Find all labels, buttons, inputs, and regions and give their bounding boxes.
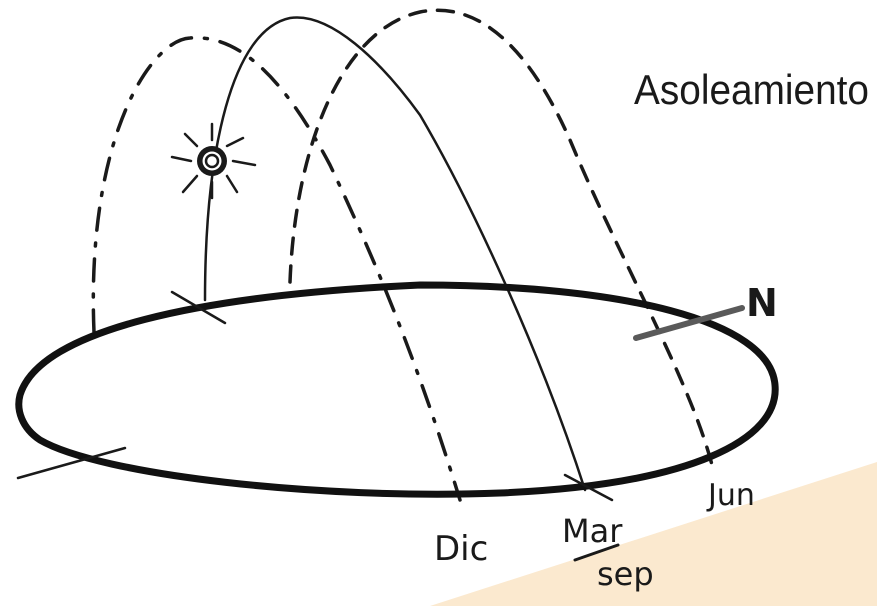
sun-path-equinox	[203, 16, 587, 492]
horizon-ellipse	[15, 281, 779, 498]
march-label: Mar	[562, 512, 623, 550]
south-tick	[563, 473, 614, 502]
december-label: Dic	[434, 529, 488, 569]
east-tick	[170, 290, 227, 325]
north-label: N	[746, 281, 778, 325]
sun-icon	[170, 122, 257, 200]
sun-path-december	[91, 36, 462, 502]
sun-path-june	[288, 8, 714, 467]
september-label: sep	[597, 555, 654, 593]
march-september-divider	[573, 543, 620, 562]
june-label: Jun	[706, 478, 755, 513]
north-marker	[633, 305, 745, 341]
corner-shade	[430, 462, 877, 606]
diagram-title: Asoleamiento	[634, 66, 869, 113]
west-tick	[16, 446, 127, 480]
